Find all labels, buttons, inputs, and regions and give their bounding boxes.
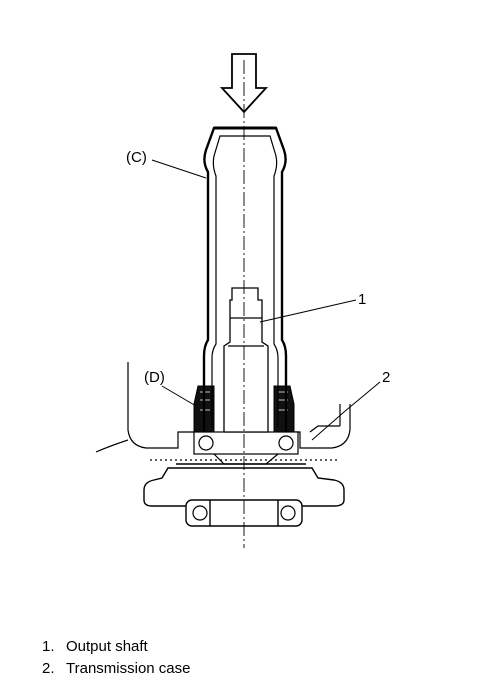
- lower-bearing: [192, 505, 296, 521]
- legend-text: Transmission case: [66, 660, 191, 677]
- seal-installer-tool: [202, 126, 288, 432]
- legend-item: 2. Transmission case: [42, 658, 190, 680]
- legend-text: Output shaft: [66, 638, 148, 655]
- callout-d-label: (D): [144, 369, 165, 386]
- output-shaft: [223, 287, 269, 433]
- parts-legend: 1. Output shaft 2. Transmission case: [42, 636, 190, 680]
- leader-lines: [151, 159, 381, 441]
- callout-c-label: (C): [126, 149, 147, 166]
- legend-number: 1.: [42, 638, 55, 655]
- output-shaft-seal-installation-diagram: (C) 1 (D) 2: [95, 53, 390, 548]
- legend-item: 1. Output shaft: [42, 636, 190, 658]
- callout-2-label: 2: [382, 369, 390, 386]
- callout-1-label: 1: [358, 291, 366, 308]
- upper-bearing: [193, 431, 299, 465]
- legend-number: 2.: [42, 660, 55, 677]
